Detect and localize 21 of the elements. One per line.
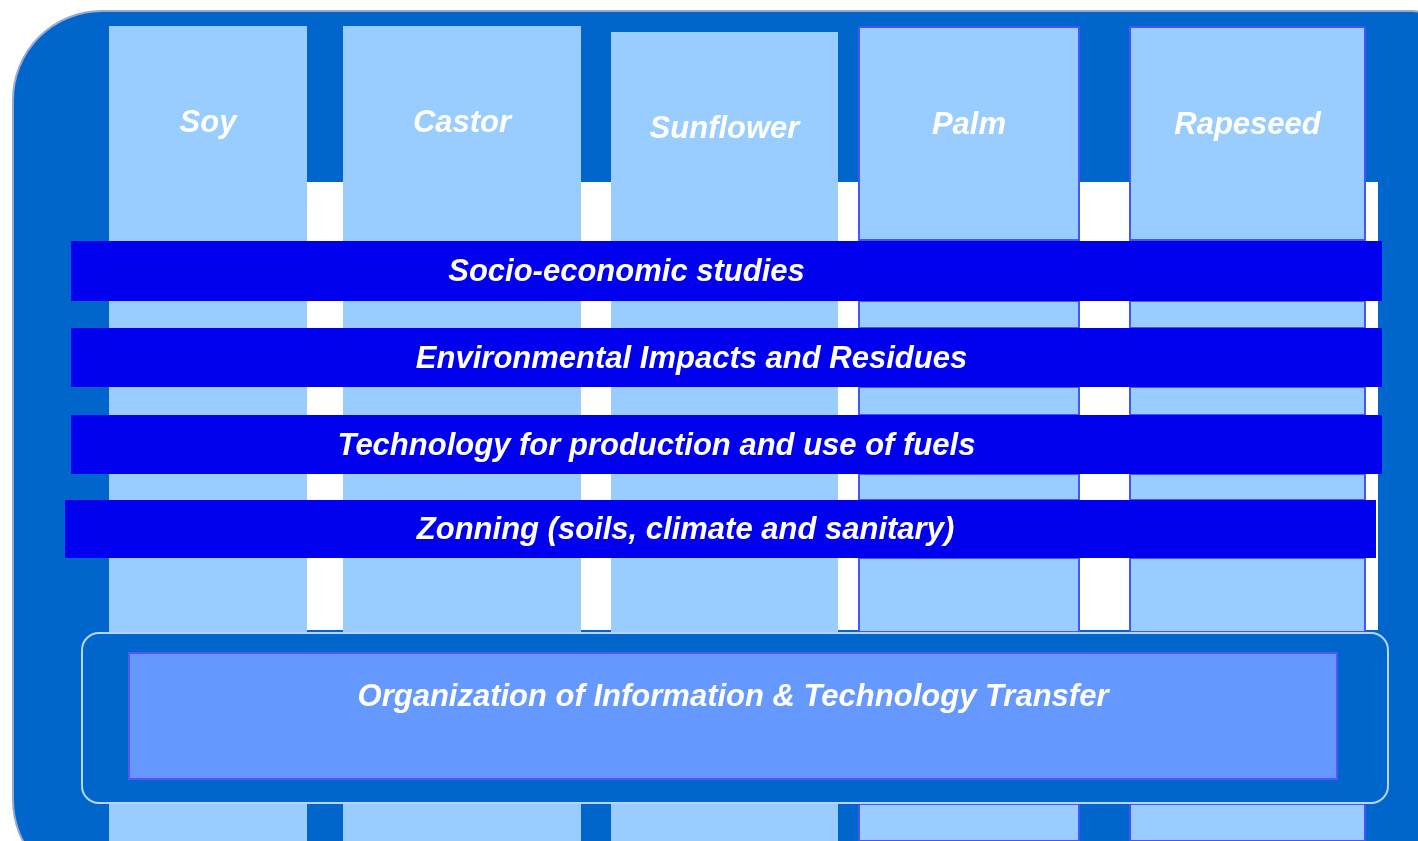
band-title: Socio-economic studies — [448, 253, 805, 289]
band-title: Zonning (soils, climate and sanitary) — [416, 511, 955, 547]
column-title: Rapeseed — [1174, 106, 1321, 143]
column-title: Sunflower — [649, 110, 800, 147]
box-title: Organization of Information & Technology Transfer — [357, 678, 1109, 715]
theme-band — [71, 328, 1382, 387]
frame-box — [81, 632, 1389, 804]
theme-band — [71, 415, 1382, 474]
crop-column — [1129, 26, 1366, 241]
band-title: Environmental Impacts and Residues — [415, 339, 968, 376]
transfer-box — [128, 652, 1338, 780]
column-title: Palm — [931, 106, 1007, 143]
theme-band — [65, 500, 1376, 558]
theme-band — [71, 241, 1382, 301]
crop-column — [109, 26, 307, 241]
crop-column — [858, 26, 1080, 241]
crop-column — [611, 32, 838, 241]
column-title: Soy — [179, 104, 237, 141]
column-title: Castor — [412, 104, 512, 141]
band-title: Technology for production and use of fuels — [337, 426, 976, 463]
crop-column — [343, 26, 581, 241]
